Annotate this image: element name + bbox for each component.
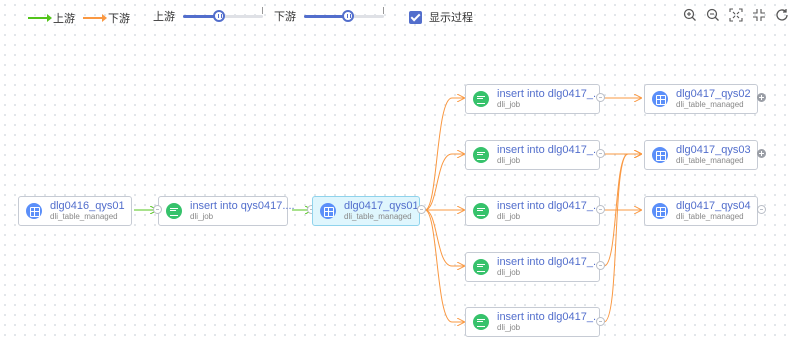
zoom-in-icon[interactable] <box>683 8 697 22</box>
node-job-2[interactable]: insert into dlg0417_... dli_job <box>465 140 603 170</box>
node-output-port[interactable] <box>596 205 605 214</box>
node-job-1[interactable]: insert into dlg0417_... dli_job <box>465 84 603 114</box>
job-icon <box>473 314 489 330</box>
expand-plus-icon[interactable] <box>757 93 766 102</box>
node-subtitle: dli_table_managed <box>50 212 118 221</box>
node-table-dlg0417_qys04[interactable]: dlg0417_qys04 dli_table_managed <box>644 196 758 226</box>
edge-downstream <box>424 209 464 266</box>
node-title: dlg0417_qys02 <box>676 88 751 100</box>
node-title: insert into dlg0417_... <box>497 144 603 156</box>
node-title: dlg0416_qys01 <box>50 200 125 212</box>
table-icon <box>26 203 42 219</box>
node-subtitle: dli_table_managed <box>676 212 744 221</box>
slider-fill <box>304 15 348 18</box>
show-process-toggle[interactable]: 显示过程 <box>409 9 473 25</box>
node-subtitle: dli_table_managed <box>676 156 744 165</box>
node-job-4[interactable]: insert into dlg0417_... dli_job <box>465 252 603 282</box>
collapse-icon[interactable] <box>752 8 766 22</box>
table-icon <box>652 147 668 163</box>
node-table-dlg0417_qys03[interactable]: dlg0417_qys03 dli_table_managed <box>644 140 758 170</box>
slider-thumb[interactable] <box>213 10 225 22</box>
slider-fill <box>183 15 219 18</box>
node-title: dlg0417_qys03 <box>676 144 751 156</box>
downstream-depth-control: 下游 <box>274 7 384 24</box>
expand-plus-icon[interactable] <box>757 149 766 158</box>
downstream-depth-slider[interactable] <box>304 7 384 23</box>
downstream-line-icon <box>83 14 107 22</box>
slider-max-tick <box>383 7 384 14</box>
job-icon <box>166 203 182 219</box>
table-icon <box>320 203 336 219</box>
node-output-port[interactable] <box>596 261 605 270</box>
node-title: insert into dlg0417_... <box>497 88 603 100</box>
edge-downstream <box>424 154 464 211</box>
node-title: insert into dlg0417_... <box>497 311 603 323</box>
node-subtitle: dli_table_managed <box>344 212 412 221</box>
edge-downstream <box>603 154 641 323</box>
fit-view-icon[interactable] <box>729 8 743 22</box>
show-process-checkbox[interactable] <box>409 10 422 24</box>
node-output-port[interactable] <box>757 205 766 214</box>
node-subtitle: dli_job <box>497 100 521 109</box>
node-subtitle: dli_job <box>190 212 214 221</box>
node-job-insert-qys0417[interactable]: insert into qys0417.... dli_job <box>158 196 295 226</box>
upstream-line-icon <box>28 14 52 22</box>
show-process-label: 显示过程 <box>429 12 473 24</box>
job-icon <box>473 91 489 107</box>
node-subtitle: dli_job <box>497 323 521 332</box>
node-output-port[interactable] <box>596 149 605 158</box>
legend-upstream-label: 上游 <box>53 13 75 25</box>
node-subtitle: dli_table_managed <box>676 100 744 109</box>
edge-downstream <box>424 209 464 322</box>
node-title: dlg0417_qys01 <box>344 200 419 212</box>
node-table-dlg0417_qys02[interactable]: dlg0417_qys02 dli_table_managed <box>644 84 758 114</box>
view-tools <box>683 8 789 22</box>
upstream-depth-control: 上游 <box>153 7 263 24</box>
slider-thumb[interactable] <box>342 10 354 22</box>
job-icon <box>473 203 489 219</box>
table-icon <box>652 203 668 219</box>
node-subtitle: dli_job <box>497 156 521 165</box>
node-subtitle: dli_job <box>497 212 521 221</box>
node-input-port[interactable] <box>153 205 162 214</box>
node-title: dlg0417_qys04 <box>676 200 751 212</box>
legend-downstream-label: 下游 <box>108 13 130 25</box>
legend-downstream: 下游 <box>83 10 130 26</box>
node-job-3[interactable]: insert into dlg0417_... dli_job <box>465 196 603 226</box>
downstream-slider-label: 下游 <box>274 11 296 23</box>
node-output-port[interactable] <box>417 205 426 214</box>
refresh-icon[interactable] <box>775 8 789 22</box>
upstream-slider-label: 上游 <box>153 11 175 23</box>
slider-max-tick <box>262 7 263 14</box>
edge-downstream <box>424 98 464 211</box>
node-job-5[interactable]: insert into dlg0417_... dli_job <box>465 307 603 337</box>
node-output-port[interactable] <box>596 317 605 326</box>
node-output-port[interactable] <box>596 93 605 102</box>
job-icon <box>473 147 489 163</box>
legend-upstream: 上游 <box>28 10 75 26</box>
toolbar: 上游 下游 上游 下游 显示过程 <box>0 0 790 34</box>
job-icon <box>473 259 489 275</box>
node-title: insert into dlg0417_... <box>497 200 603 212</box>
node-subtitle: dli_job <box>497 268 521 277</box>
node-title: insert into dlg0417_... <box>497 256 603 268</box>
node-title: insert into qys0417.... <box>190 200 295 212</box>
node-table-dlg0417_qys01[interactable]: dlg0417_qys01 dli_table_managed <box>312 196 420 226</box>
zoom-out-icon[interactable] <box>706 8 720 22</box>
upstream-depth-slider[interactable] <box>183 7 263 23</box>
table-icon <box>652 91 668 107</box>
node-table-dlg0416_qys01[interactable]: dlg0416_qys01 dli_table_managed <box>18 196 132 226</box>
